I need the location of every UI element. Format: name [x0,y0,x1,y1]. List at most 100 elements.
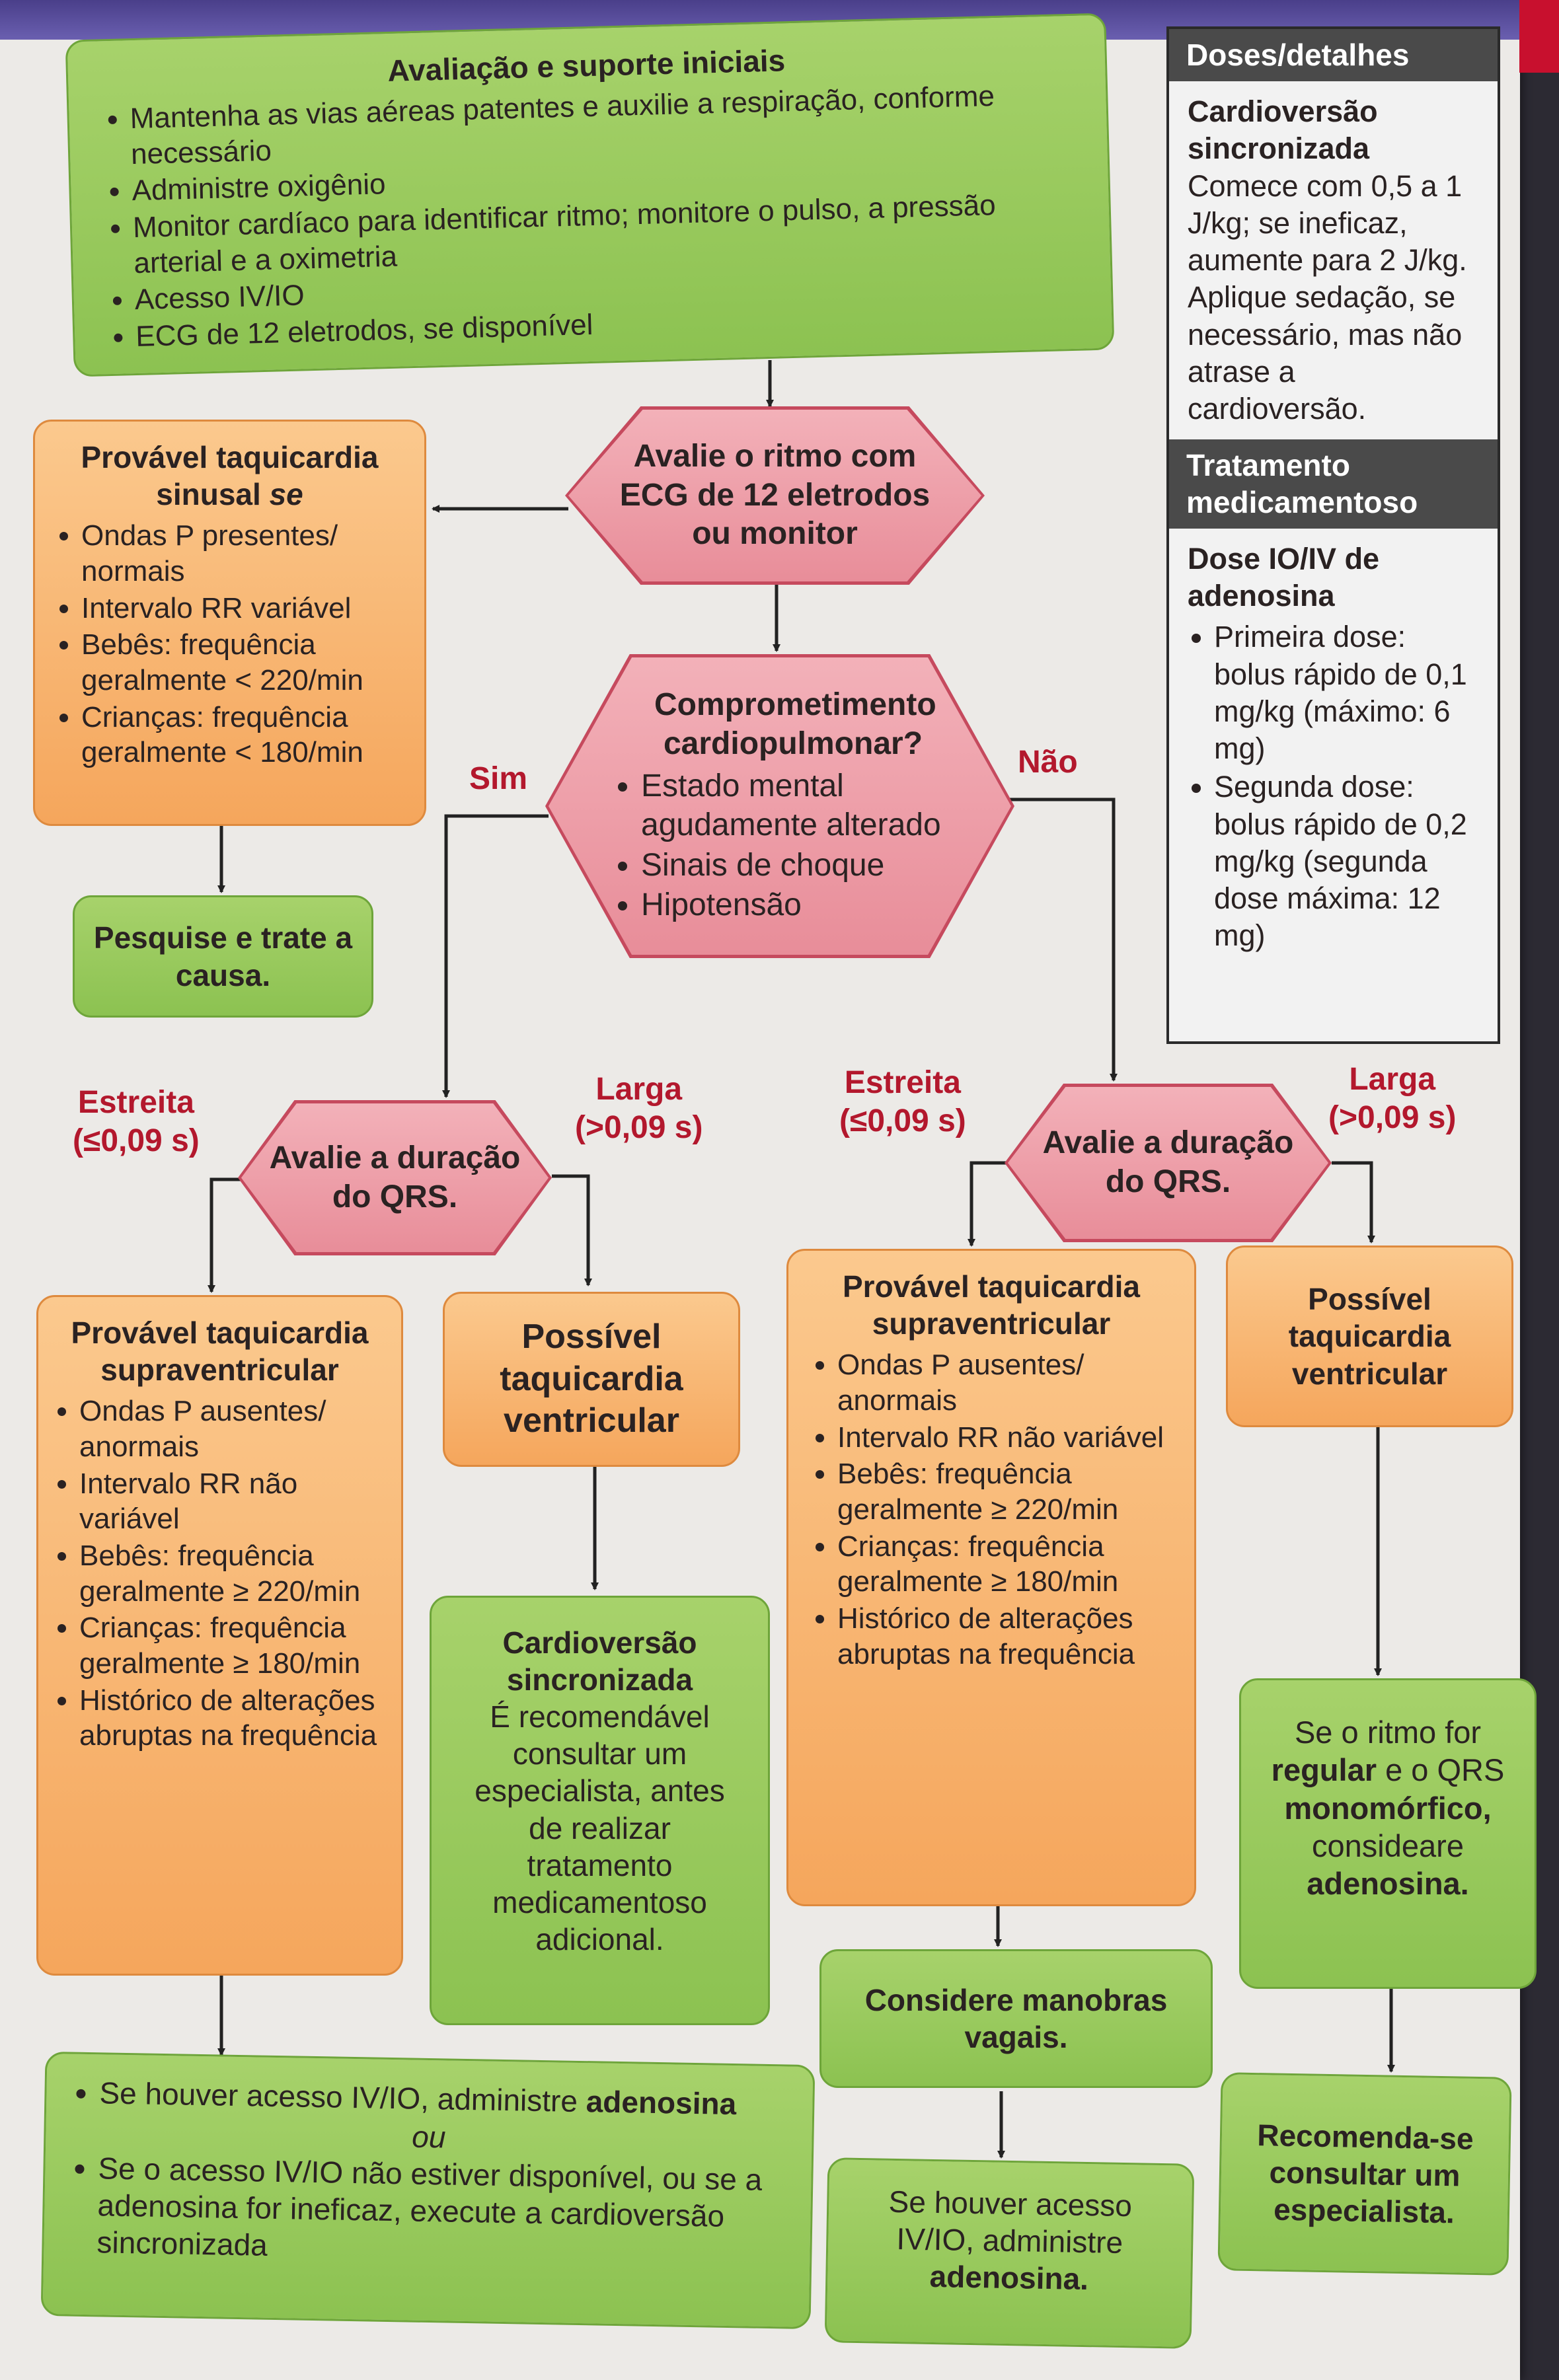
qrs-line-2: do QRS. [332,1179,458,1214]
arrow-qrs-right-wide [1332,1161,1375,1244]
narrow-range: (≤0,09 s) [839,1103,966,1138]
corner-tab [1519,0,1559,73]
consult-text: Recomenda-se consultar um especialista. [1256,2117,1474,2230]
vagal-maneuvers-box: Considere manobras vagais. [819,1949,1213,2088]
list-item: Crianças: frequência geralmente < 180/mi… [81,700,404,770]
adenosine-left-list-2: Se o acesso IV/IO não estiver disponível… [70,2149,785,2273]
consult-specialist-box: Recomenda-se consultar um especialista. [1217,2072,1512,2276]
search-cause-box: Pesquise e trate a causa. [73,895,373,1018]
adenosine-text: Se houver acesso IV/IO, administre [99,2075,578,2118]
adenosine-bold: adenosina [586,2084,737,2122]
sinus-title-em: se [269,477,303,512]
compromise-list: Estado mental agudamente alterado Sinais… [615,767,971,926]
regular-text: e o QRS [1385,1752,1505,1788]
list-item: Hipotensão [641,886,971,925]
narrow-range: (≤0,09 s) [73,1123,200,1158]
list-item: Ondas P ausentes/ anormais [79,1394,384,1464]
compromise-title: Comprometimento cardiopulmonar? [654,687,936,761]
doses-header: Doses/detalhes [1169,29,1498,82]
regular-bold: monomórfico, [1284,1790,1492,1826]
initial-assessment-box: Avaliação e suporte iniciais Mantenha as… [65,13,1115,377]
arrow-qrs-left-wide [552,1174,592,1286]
qrs-line-1: Avalie a duração [1042,1125,1294,1161]
list-item: Ondas P presentes/ normais [81,518,404,589]
regular-bold: regular [1271,1752,1377,1788]
narrow-label: Estreita [77,1085,194,1120]
regular-text: Se o ritmo for [1294,1715,1482,1750]
vagal-text: Considere manobras vagais. [864,1982,1168,2054]
regular-rhythm-box: Se o ritmo for regular e o QRS monomórfi… [1239,1678,1537,1989]
rhythm-line-2: ECG de 12 eletrodos [619,477,931,513]
vt-left-box: Possível taquicardia ventricular [443,1292,740,1467]
qrs-duration-left-hexagon: Avalie a duração do QRS. [238,1100,552,1255]
list-item: Se o acesso IV/IO não estiver disponível… [96,2150,785,2273]
list-item: Intervalo RR não variável [79,1466,384,1537]
wide-range: (>0,09 s) [1328,1099,1457,1135]
qrs-line-1: Avalie a duração [269,1140,521,1175]
qrs-duration-right-hexagon: Avalie a duração do QRS. [1005,1084,1332,1242]
qrs-line-2: do QRS. [1105,1164,1231,1199]
list-item: Crianças: frequência geralmente ≥ 180/mi… [837,1529,1172,1600]
list-item: Segunda dose: bolus rápido de 0,2 mg/kg … [1214,768,1479,954]
compromise-hexagon: Comprometimento cardiopulmonar? Estado m… [545,654,1014,958]
adenosine-mid-box: Se houver acesso IV/IO, administre adeno… [824,2157,1195,2349]
list-item: Estado mental agudamente alterado [641,767,971,844]
list-item: Bebês: frequência geralmente ≥ 220/min [837,1456,1172,1527]
arrow-yes-to-qrs-left [442,814,549,1098]
svt-list: Ondas P ausentes/ anormais Intervalo RR … [56,1394,384,1754]
evaluate-rhythm-hexagon: Avalie o ritmo com ECG de 12 eletrodos o… [565,406,985,585]
sinus-title-line: Provável taquicardia [81,440,379,474]
narrow-label: Estreita [844,1065,961,1100]
arrow-qrs-left-narrow [208,1177,245,1293]
doses-details-panel: Doses/detalhes Cardioversão sincronizada… [1166,26,1500,1044]
svt-title: Provável taquicardia supraventricular [71,1316,369,1388]
sinus-title-word: sinusal [156,477,261,512]
initial-assessment-list: Mantenha as vias aéreas patentes e auxil… [98,77,1083,355]
side-cardio-title: Cardioversão sincronizada [1188,94,1378,166]
svt-mid-box: Provável taquicardia supraventricular On… [786,1249,1196,1906]
list-item: Intervalo RR não variável [837,1420,1172,1456]
sinus-tachycardia-box: Provável taquicardia sinusal se Ondas P … [33,420,426,826]
list-item: Crianças: frequência geralmente ≥ 180/mi… [79,1610,384,1681]
list-item: Intervalo RR variável [81,591,404,626]
medication-header: Tratamento medicamentoso [1169,439,1498,529]
rhythm-line-3: ou monitor [692,516,858,552]
vt-right-box: Possível taquicardia ventricular [1226,1246,1513,1427]
side-dose-list: Primeira dose: bolus rápido de 0,1 mg/kg… [1188,618,1479,954]
list-item: Histórico de alterações abruptas na freq… [79,1683,384,1754]
list-item: Sinais de choque [641,846,971,885]
list-item: Primeira dose: bolus rápido de 0,1 mg/kg… [1214,618,1479,767]
vt-text: Possível taquicardia ventricular [1288,1282,1451,1391]
regular-bold: adenosina. [1307,1866,1469,1902]
search-cause-text: Pesquise e trate a causa. [93,920,353,992]
wide-range: (>0,09 s) [575,1109,703,1145]
wide-label: Larga [1349,1062,1436,1097]
adenosine-mid-text: Se houver acesso IV/IO, administre [888,2184,1133,2260]
list-item: Histórico de alterações abruptas na freq… [837,1601,1172,1672]
regular-text: consideare [1312,1828,1464,1863]
label-narrow-right: Estreita (≤0,09 s) [839,1064,966,1140]
adenosine-mid-bold: adenosina. [929,2259,1089,2297]
cardioversion-box: Cardioversão sincronizada É recomendável… [430,1596,770,2025]
side-cardio-text: Comece com 0,5 a 1 J/kg; se ineficaz, au… [1188,168,1467,426]
sinus-title: Provável taquicardia sinusal se [55,439,404,513]
svt-left-box: Provável taquicardia supraventricular On… [36,1295,403,1976]
vt-text: Possível taquicardia ventricular [500,1318,683,1440]
adenosine-dose-details: Dose IO/IV de adenosina Primeira dose: b… [1169,529,1498,968]
label-wide-right: Larga (>0,09 s) [1328,1060,1456,1136]
wide-label: Larga [595,1072,683,1107]
adenosine-left-box: Se houver acesso IV/IO, administre adeno… [40,2051,816,2330]
label-no: Não [1018,745,1078,780]
side-dose-title: Dose IO/IV de adenosina [1188,541,1380,613]
svt-list: Ondas P ausentes/ anormais Intervalo RR … [811,1347,1172,1672]
list-item: Bebês: frequência geralmente < 220/min [81,627,404,698]
label-wide-left: Larga (>0,09 s) [575,1070,703,1146]
arrow-no-to-qrs-right [1008,798,1118,1082]
label-yes: Sim [469,761,528,796]
cardioversion-title: Cardioversão sincronizada [502,1625,697,1697]
label-narrow-left: Estreita (≤0,09 s) [73,1084,200,1160]
list-item: Bebês: frequência geralmente ≥ 220/min [79,1538,384,1609]
svt-title: Provável taquicardia supraventricular [843,1269,1140,1341]
sinus-list: Ondas P presentes/ normais Intervalo RR … [55,518,404,770]
